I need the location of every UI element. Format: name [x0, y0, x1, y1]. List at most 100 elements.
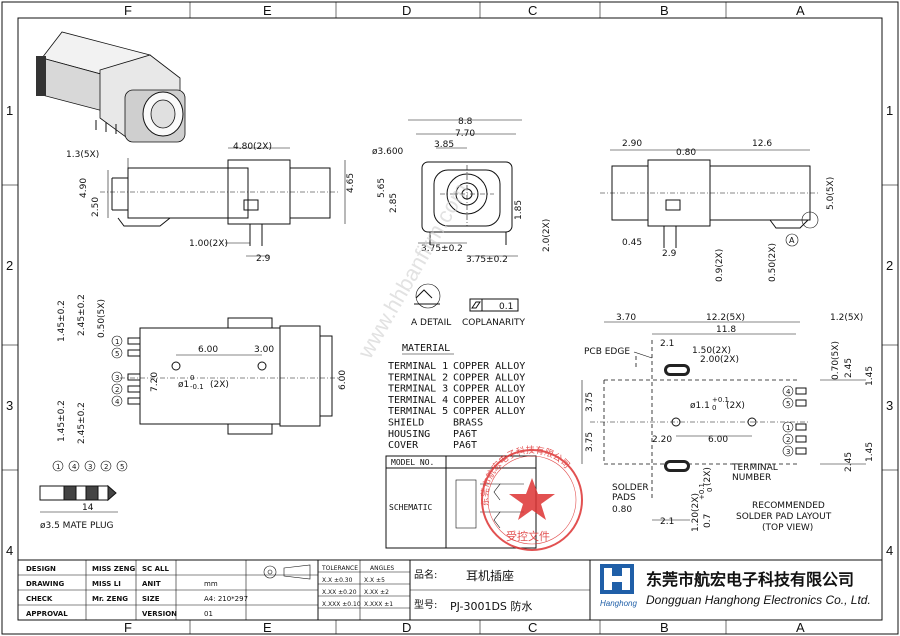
- dim-front-6: 2.85: [389, 193, 399, 213]
- dim-top-3: 0.50(5X): [97, 299, 107, 338]
- material-value: COPPER ALLOY: [453, 372, 525, 383]
- angle-value: X.X ±5: [364, 577, 385, 584]
- col-label-bottom-e: E: [263, 620, 272, 635]
- material-value: BRASS: [453, 418, 483, 429]
- top-pin-2: 2: [115, 386, 119, 394]
- dim-right-3: 0.80: [676, 148, 696, 158]
- product-label: 品名:: [414, 568, 437, 581]
- pad-dim-2: 12.2(5X): [706, 313, 745, 323]
- dim-front-5: 5.65: [377, 178, 387, 198]
- pad-dim-19: 2.20: [652, 435, 672, 445]
- model-table: MODEL NO. SCHEMATIC: [385, 455, 537, 549]
- tolerance-value: X.XX ±0.20: [322, 589, 357, 596]
- material-value: COPPER ALLOY: [453, 384, 525, 395]
- col-label-bottom-f: F: [124, 620, 132, 635]
- dim-top-8: ø1: [178, 380, 189, 390]
- pad-dim-1: 3.70: [616, 313, 636, 323]
- watermark: www.hhbanfirm.com: [352, 178, 473, 363]
- dim-top-7: 3.00: [254, 345, 274, 355]
- row-label-left-4: 4: [6, 543, 13, 558]
- pad-caption-2: SOLDER PAD LAYOUT: [736, 512, 832, 522]
- material-part: TERMINAL 3: [388, 384, 448, 395]
- tolerance-value: X.XXX ±0.10: [322, 601, 361, 608]
- dim-right-7: 0.9(2X): [715, 249, 725, 282]
- material-part: TERMINAL 4: [388, 395, 448, 406]
- col-label-top-b: B: [660, 3, 669, 18]
- pad-label-terminal-1: TERMINAL: [731, 463, 778, 473]
- dim-top-10: 6.00: [338, 370, 348, 390]
- dim-right-2: 2.90: [622, 139, 642, 149]
- dim-top-tol-1: 0: [190, 374, 194, 382]
- company-stamp: 东莞市航宏电子科技有限公司 受控文件: [479, 444, 583, 551]
- dim-front-2: 7.70: [455, 129, 475, 139]
- pad-dim-14: 3.75: [585, 432, 595, 452]
- dim-right-6: 2.9: [662, 249, 677, 259]
- row-label-right-3: 3: [886, 398, 893, 413]
- col-label-top-a: A: [796, 3, 805, 18]
- material-part: SHIELD: [388, 418, 424, 429]
- pad-label-terminal-2: NUMBER: [732, 473, 771, 483]
- material-value: COPPER ALLOY: [453, 361, 525, 372]
- mate-plug: 1 4 3 2 5 14 ø3.5 MATE PLUG: [39, 460, 128, 531]
- company-en: Dongguan Hanghong Electronics Co., Ltd.: [646, 593, 871, 607]
- pad-dim-3: 11.8: [716, 325, 736, 335]
- angle-value: X.XX ±2: [364, 589, 389, 596]
- pad-pin-4: 4: [786, 388, 791, 396]
- right-side-view: 12.6 2.90 0.80 5.0(5X) 0.45 2.9 0.9(2X) …: [600, 139, 836, 282]
- pad-label-solder-2: PADS: [612, 493, 636, 503]
- left-side-view: 1.3(5X) 4.80(2X) 4.90 2.50 4.65 1.00(2X)…: [66, 142, 356, 264]
- dim-front-3: 3.85: [434, 140, 454, 150]
- stamp-bottom-text: 受控文件: [506, 529, 550, 543]
- pad-dim-5: 2.1: [660, 339, 674, 349]
- material-value: COPPER ALLOY: [453, 395, 525, 406]
- plug-num-2: 4: [72, 463, 77, 471]
- row-label-right-1: 1: [886, 103, 893, 118]
- front-view: 8.8 7.70 3.85 ø3.600 5.65 2.85 1.85 2.0(…: [372, 117, 552, 265]
- top-pin-5: 5: [115, 350, 119, 358]
- dim-top-4: 1.45±0.2: [57, 400, 67, 442]
- row-label-left-3: 3: [6, 398, 13, 413]
- dim-right-4: 5.0(5X): [826, 177, 836, 210]
- dim-right-8: 0.50(2X): [768, 243, 778, 282]
- plug-length: 14: [82, 503, 94, 513]
- title-block-field: ANIT: [142, 580, 161, 588]
- dim-top-tol-2: -0.1: [190, 383, 204, 391]
- material-value: PA6T: [453, 429, 477, 440]
- dim-left-1: 1.3(5X): [66, 150, 99, 160]
- row-label-left-1: 1: [6, 103, 13, 118]
- col-label-top-c: C: [528, 3, 537, 18]
- title-block-name: Mr. ZENG: [92, 595, 128, 603]
- pad-dim-15: ø1.1: [690, 401, 710, 411]
- title-block-name: MISS LI: [92, 580, 121, 588]
- pad-dim-23: 1.20(2X): [691, 493, 701, 532]
- material-part: TERMINAL 2: [388, 372, 448, 383]
- pad-label-pcb-edge: PCB EDGE: [584, 347, 630, 357]
- pad-dim-12: 1.45: [865, 442, 875, 462]
- row-label-right-4: 4: [886, 543, 893, 558]
- col-label-bottom-a: A: [796, 620, 805, 635]
- plug-num-4: 2: [104, 463, 108, 471]
- detail-callout-a: A: [789, 236, 795, 245]
- pad-pin-3: 3: [786, 448, 790, 456]
- dim-left-7: 2.9: [256, 254, 271, 264]
- plug-label: ø3.5 MATE PLUG: [40, 521, 114, 531]
- product-name: 耳机插座: [466, 568, 514, 583]
- angles-header: ANGLES: [370, 565, 394, 572]
- title-block-label: DESIGN: [26, 565, 56, 573]
- dim-left-5: 4.65: [346, 173, 356, 193]
- title-block-value: 01: [204, 610, 213, 618]
- pad-caption-3: (TOP VIEW): [762, 523, 813, 533]
- col-label-top-d: D: [402, 3, 411, 18]
- pad-dim-6: 1.50(2X): [692, 346, 731, 356]
- pad-dim-16: +0.1: [712, 396, 729, 404]
- coplanarity-value: 0.1: [499, 302, 513, 312]
- dim-top-hole-count: (2X): [210, 380, 229, 390]
- dim-left-4: 2.50: [91, 197, 101, 217]
- top-pin-4: 4: [115, 398, 120, 406]
- pad-caption-1: RECOMMENDED: [752, 501, 825, 511]
- material-part: COVER: [388, 440, 419, 451]
- dim-front-9: 3.75±0.2: [421, 244, 463, 254]
